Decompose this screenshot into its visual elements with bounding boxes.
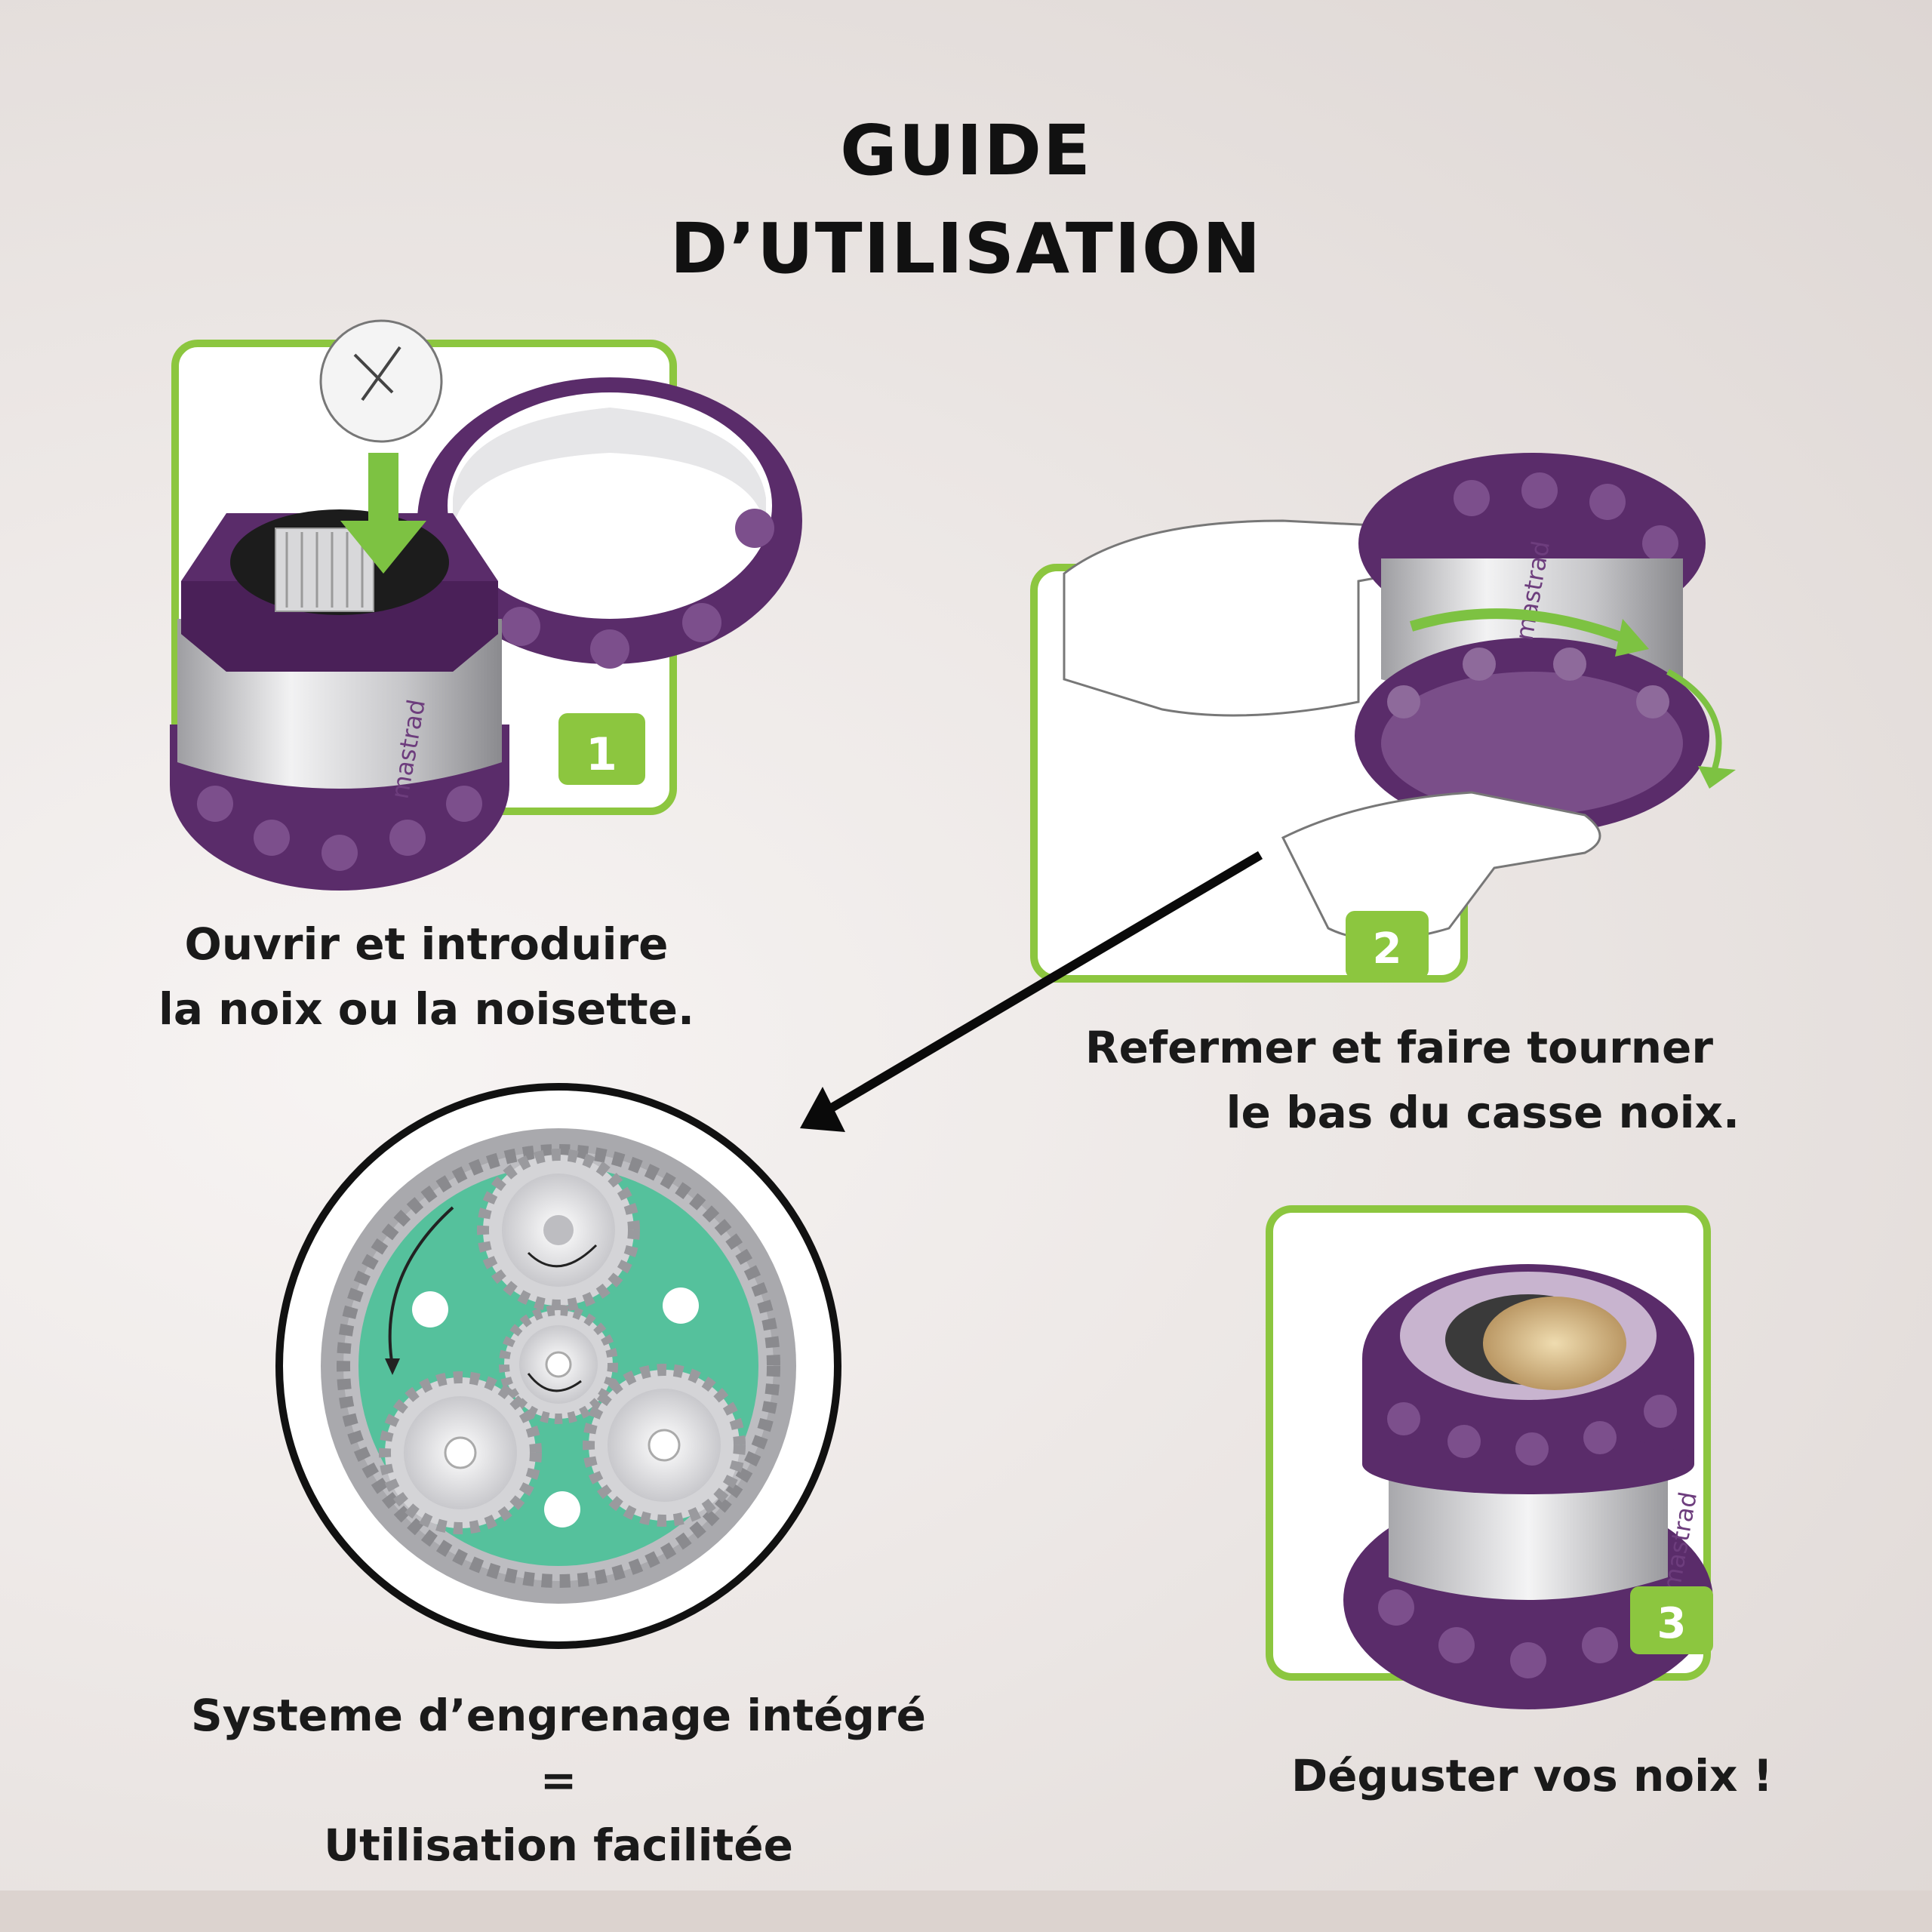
step-2-caption: Refermer et faire tourner le bas du cass…	[1011, 1015, 1766, 1145]
lid-ring	[417, 377, 802, 669]
nutcracker-body-2	[1355, 453, 1709, 834]
gear-system-caption: Systeme d’engrenage intégré = Utilisatio…	[91, 1683, 1026, 1878]
gear-system-diagram	[275, 1083, 841, 1649]
step-1-illustration: mastrad 1	[170, 319, 802, 891]
gear-bottom-left	[379, 1371, 542, 1534]
gear-caption-line-2: =	[540, 1755, 577, 1806]
gear-center	[499, 1305, 618, 1424]
step-1-caption-line-2: la noix ou la noisette.	[158, 983, 695, 1035]
step-2-badge	[1346, 911, 1429, 979]
gear-bottom-right	[583, 1364, 746, 1527]
ring-rotation-arrow-icon	[388, 1206, 454, 1367]
step-3-badge	[1630, 1586, 1713, 1654]
step-3-illustration: mastrad 3	[1266, 1205, 1713, 1709]
nutcracker-body-1	[170, 509, 509, 891]
rotate-down-arrow-icon	[1666, 669, 1722, 775]
pointer-arrow-head-icon	[800, 1087, 845, 1132]
step-1-caption: Ouvrir et introduire la noix ou la noise…	[113, 912, 740, 1041]
hazelnut-icon	[319, 319, 443, 443]
step-1-number: 1	[586, 728, 617, 781]
step-2-illustration: mastrad 2	[1030, 453, 1736, 983]
step-3-caption-line-1: Déguster vos noix !	[1291, 1750, 1774, 1801]
page-title-line-2: D’UTILISATION	[669, 208, 1263, 289]
pointer-arrow-line	[820, 851, 1263, 1118]
page-title-line-1: GUIDE	[840, 110, 1092, 191]
gear-caption-line-1: Systeme d’engrenage intégré	[191, 1690, 926, 1741]
cracked-walnut-icon	[1483, 1297, 1626, 1390]
gear-top	[477, 1149, 640, 1312]
step-2-caption-line-1: Refermer et faire tourner	[1084, 1022, 1713, 1073]
step-2-number: 2	[1373, 924, 1402, 974]
rotate-arrow-icon	[1409, 608, 1625, 643]
step-2-caption-line-2: le bas du casse noix.	[1226, 1087, 1740, 1138]
gear-caption-line-3: Utilisation facilitée	[324, 1820, 793, 1871]
nutcracker-body-3	[1343, 1264, 1713, 1709]
insert-arrow-icon	[340, 453, 426, 574]
step-1-badge	[558, 713, 645, 785]
footer-band	[0, 1890, 1932, 1932]
step-3-number: 3	[1657, 1599, 1687, 1648]
step-1-caption-line-1: Ouvrir et introduire	[184, 918, 669, 970]
step-3-caption: Déguster vos noix !	[1223, 1743, 1841, 1808]
